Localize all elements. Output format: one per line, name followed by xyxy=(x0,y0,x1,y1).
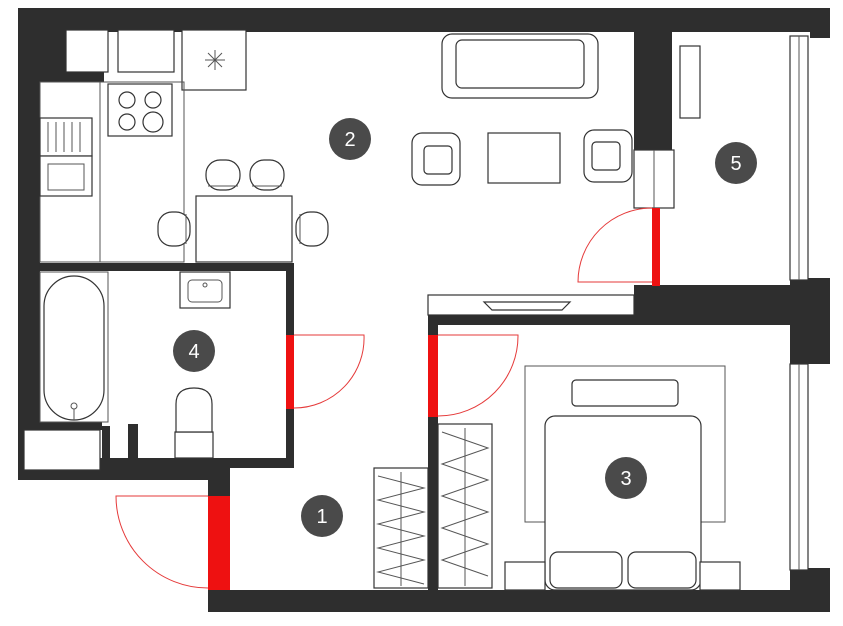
windows xyxy=(633,35,809,571)
room-number-3: 3 xyxy=(620,468,631,490)
wall-bedroom-top xyxy=(428,315,792,325)
door-balcony xyxy=(652,208,660,286)
room-number-badge: 3 xyxy=(605,457,647,499)
stove-burner xyxy=(142,111,164,133)
room-number-badge: 4 xyxy=(173,330,215,372)
wall-bath-bottom xyxy=(100,458,294,468)
coffee-table xyxy=(487,132,561,184)
chair xyxy=(157,211,191,247)
room-number-4: 4 xyxy=(188,341,199,363)
nightstand xyxy=(699,561,741,591)
room-number-2: 2 xyxy=(344,129,355,151)
wall-entry-stub xyxy=(208,466,230,496)
wall-bottom xyxy=(208,590,830,612)
room-number-1: 1 xyxy=(316,506,327,528)
wall-right-bottom xyxy=(790,568,830,598)
dining-table xyxy=(195,195,293,263)
door-swing-arc xyxy=(115,495,209,589)
room-number-badge: 2 xyxy=(329,118,371,160)
bathtub xyxy=(43,275,105,421)
bed-headboard-pillow xyxy=(571,379,679,407)
armchair xyxy=(583,129,633,183)
wall-living-balcony-upper xyxy=(634,32,672,150)
door-bathroom xyxy=(286,335,294,409)
wall-bedroom-left xyxy=(428,315,438,595)
wall-right-top xyxy=(810,8,830,38)
cabinet-upper xyxy=(65,29,109,73)
room-badges: 1 2 3 4 5 xyxy=(173,118,757,537)
chair xyxy=(249,159,285,191)
door-entrance xyxy=(208,496,230,590)
stove xyxy=(107,83,173,137)
dishwasher xyxy=(39,117,93,157)
laundry-niche xyxy=(23,429,101,471)
living-area xyxy=(411,33,635,316)
kitchen-sink xyxy=(39,155,93,197)
bed xyxy=(544,415,702,591)
chair xyxy=(205,159,241,191)
bathroom xyxy=(23,271,231,471)
cabinet-upper xyxy=(117,29,175,73)
wall-bath-shaft xyxy=(22,422,102,430)
stove-burner xyxy=(118,113,136,131)
doors xyxy=(115,207,660,590)
room-number-5: 5 xyxy=(730,153,741,175)
door-swing-arc xyxy=(577,207,653,283)
door-swing-arc xyxy=(437,334,519,417)
tv xyxy=(482,301,572,311)
sofa xyxy=(441,33,599,99)
wall-left xyxy=(18,8,40,480)
balcony xyxy=(679,45,701,119)
sink xyxy=(179,271,231,309)
nightstand xyxy=(504,561,546,591)
dining xyxy=(157,159,329,263)
room-number-badge: 5 xyxy=(715,142,757,184)
balcony-bench xyxy=(679,45,701,119)
wall-bath-column xyxy=(128,424,138,466)
wall-top xyxy=(18,8,830,32)
armchair xyxy=(411,132,461,186)
bedroom xyxy=(437,365,741,591)
chair xyxy=(295,211,329,247)
toilet xyxy=(174,387,214,459)
wall-right-mid xyxy=(790,278,830,364)
hallway-wardrobe xyxy=(373,467,429,589)
room-number-badge: 1 xyxy=(301,495,343,537)
door-bedroom xyxy=(428,335,438,417)
kitchen xyxy=(39,29,247,263)
stove-burner xyxy=(118,91,136,109)
wall-bath-top xyxy=(36,263,292,271)
wall-bath-stub xyxy=(102,426,110,466)
asterisk-icon xyxy=(205,50,225,70)
stove-burner xyxy=(144,91,162,109)
door-swing-arc xyxy=(293,334,365,409)
